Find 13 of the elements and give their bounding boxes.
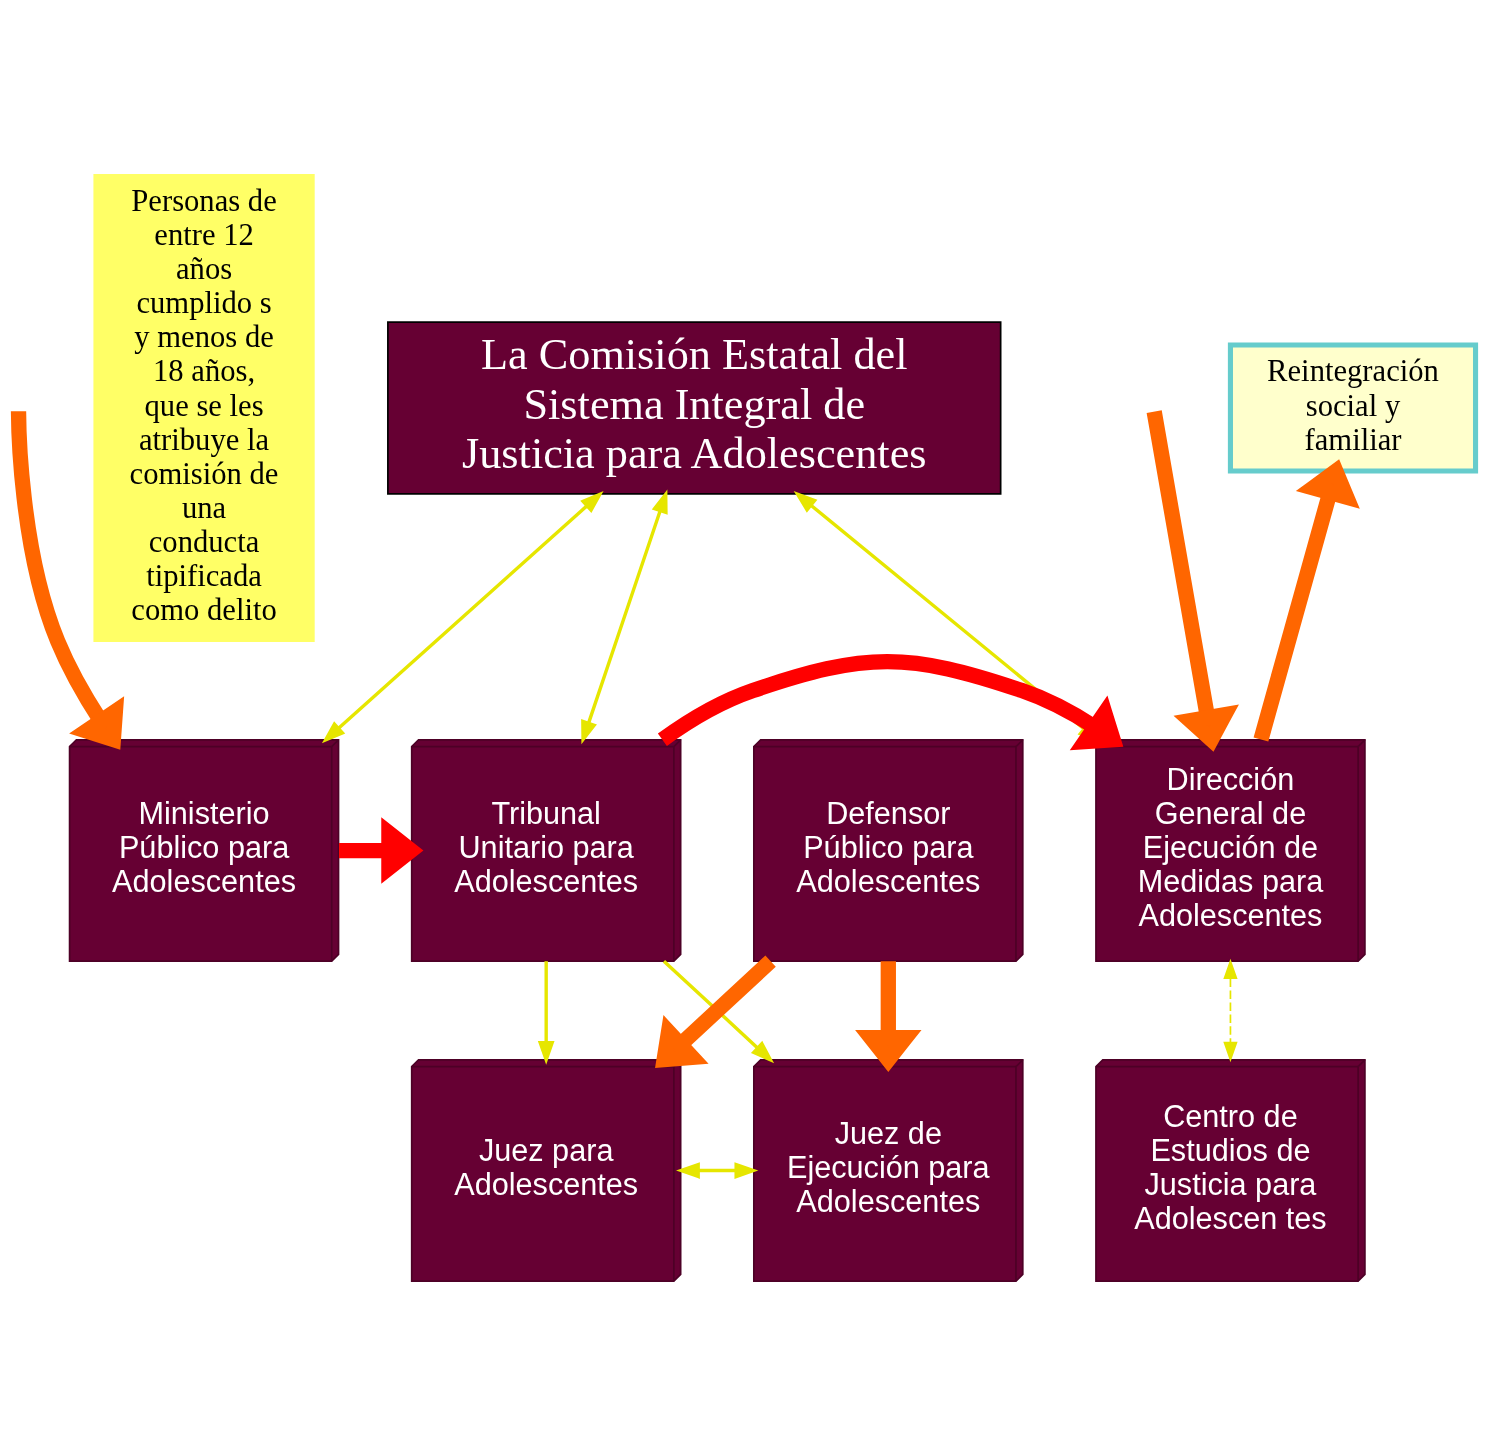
arrow bbox=[855, 961, 922, 1073]
arrow bbox=[339, 817, 424, 884]
arrow bbox=[1253, 459, 1360, 742]
arrow bbox=[10, 411, 125, 750]
node-box: Personas de entre 12 años cumplido s y menos de 18 años, que se les atribuye la comisión de una conducta tipificada como delito bbox=[93, 173, 315, 643]
node-box: La Comisión Estatal del Sistema Integral de Justicia para Adolescentes bbox=[387, 321, 1002, 495]
arrow bbox=[676, 1162, 759, 1179]
arrow bbox=[581, 489, 668, 745]
arrow bbox=[1146, 410, 1239, 752]
arrow bbox=[537, 961, 555, 1065]
arrow bbox=[321, 490, 604, 744]
arrow bbox=[1223, 958, 1238, 1063]
node-box: Reintegración social y familiar bbox=[1227, 342, 1479, 474]
